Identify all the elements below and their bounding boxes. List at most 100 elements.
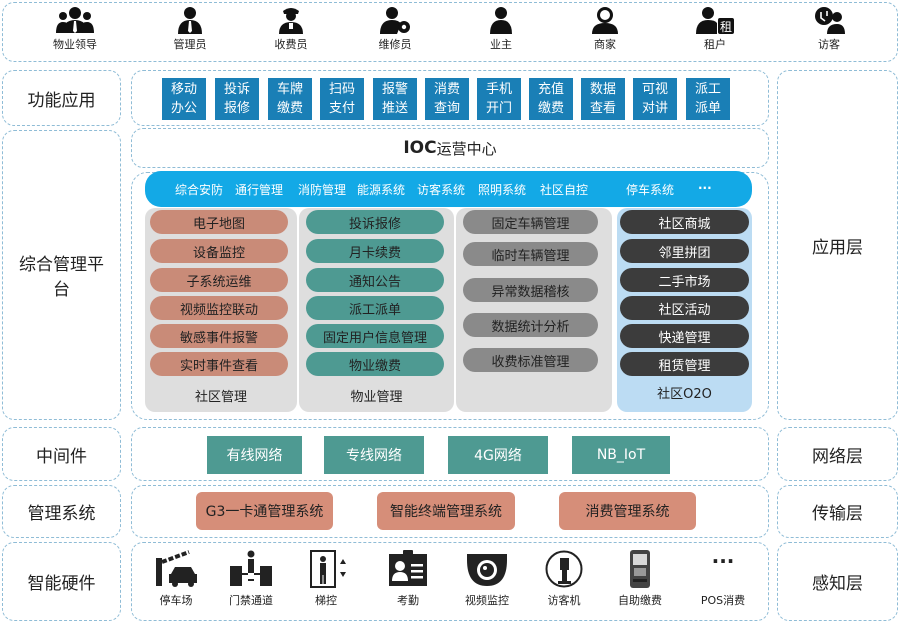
pos-icon: ··· [711,549,735,573]
visitor-icon [815,7,845,34]
col2-item[interactable]: 物业缴费 [306,352,444,376]
owner-icon [490,7,512,34]
col1-title: 社区管理 [194,390,247,405]
func-mobile-office-button[interactable]: 移动 办公 [162,78,206,120]
elevator-icon [310,550,346,588]
subsystem-more[interactable]: ··· [698,181,712,195]
role-visitor[interactable]: 访客 [784,6,874,52]
attendance-icon [389,550,427,586]
device-camera[interactable]: 视频监控 [445,550,529,608]
device-self-pay[interactable]: 自助缴费 [598,550,682,608]
func-complaint-button[interactable]: 投诉 报修 [215,78,259,120]
col3-item[interactable]: 临时车辆管理 [463,242,598,266]
camera-icon [467,554,507,586]
network-nbiot-button[interactable]: NB_IoT [572,436,670,474]
role-merchant[interactable]: 商家 [560,6,650,52]
func-recharge-button[interactable]: 充值 缴费 [529,78,573,120]
func-phone-door-button[interactable]: 手机 开门 [477,78,521,120]
col3-item[interactable]: 数据统计分析 [463,313,598,337]
col1-item[interactable]: 电子地图 [150,210,288,234]
col1-item[interactable]: 设备监控 [150,239,288,263]
col4-item[interactable]: 社区活动 [620,296,749,320]
cashier-icon [279,8,303,34]
role-label: 租户 [704,38,726,51]
role-label: 物业领导 [53,38,97,51]
role-label: 维修员 [378,38,412,51]
col4-item[interactable]: 社区商城 [620,210,749,234]
col2-item[interactable]: 派工派单 [306,296,444,320]
ioc-panel [131,128,769,168]
col4-item[interactable]: 二手市场 [620,268,749,292]
label-network-layer: 网络层 [777,427,898,481]
label-platform: 综合管理平台 [2,130,121,420]
role-leader[interactable]: 物业领导 [30,6,120,52]
func-alarm-push-button[interactable]: 报警 推送 [373,78,417,120]
network-wired-button[interactable]: 有线网络 [207,436,302,474]
role-owner[interactable]: 业主 [456,6,546,52]
col4-item[interactable]: 租赁管理 [620,352,749,376]
func-dispatch-button[interactable]: 派工 派单 [686,78,730,120]
repairman-icon [380,7,410,34]
col2-item[interactable]: 通知公告 [306,268,444,292]
col4-title: 社区O2O [657,387,712,402]
mgmt-system-panel [131,485,769,538]
col1-item[interactable]: 视频监控联动 [150,296,288,320]
device-attendance[interactable]: 考勤 [366,550,450,608]
mgmt-g3-card-button[interactable]: G3一卡通管理系统 [196,492,333,530]
subsystem-parking[interactable]: 停车系统 [626,183,675,197]
network-leased-button[interactable]: 专线网络 [324,436,424,474]
col2-item[interactable]: 投诉报修 [306,210,444,234]
device-visitor-kiosk[interactable]: 访客机 [522,550,606,608]
subsystem-lighting[interactable]: 照明系统 [478,183,527,197]
self-pay-icon [630,550,650,588]
mgmt-terminal-button[interactable]: 智能终端管理系统 [377,492,515,530]
label-hardware: 智能硬件 [2,542,121,621]
role-label: 访客 [818,38,840,51]
role-admin[interactable]: 管理员 [145,6,235,52]
subsystem-fire[interactable]: 消防管理 [298,183,347,197]
role-repairman[interactable]: 维修员 [350,6,440,52]
subsystem-community[interactable]: 社区自控 [540,183,589,197]
col1-item[interactable]: 子系统运维 [150,268,288,292]
col3-item[interactable]: 固定车辆管理 [463,210,598,234]
col2-item[interactable]: 固定用户信息管理 [306,324,444,348]
device-label: 梯控 [315,594,337,607]
device-label: 自助缴费 [618,594,662,607]
col1-item[interactable]: 敏感事件报警 [150,324,288,348]
device-label: 考勤 [397,594,419,607]
role-label: 管理员 [173,38,207,51]
roles-panel [2,2,898,62]
device-elevator[interactable]: 梯控 [284,550,368,608]
func-data-view-button[interactable]: 数据 查看 [581,78,625,120]
mgmt-consume-button[interactable]: 消费管理系统 [559,492,696,530]
func-app-panel [131,70,769,126]
tenant-badge: 租 [720,20,732,34]
col3-item[interactable]: 异常数据稽核 [463,278,598,302]
func-consume-query-button[interactable]: 消费 查询 [425,78,469,120]
func-scan-pay-button[interactable]: 扫码 支付 [320,78,364,120]
subsystem-security[interactable]: 综合安防 [175,183,224,197]
func-plate-pay-button[interactable]: 车牌 缴费 [268,78,312,120]
network-4g-button[interactable]: 4G网络 [448,436,548,474]
device-pos[interactable]: ··· POS消费 [681,550,765,608]
col3-item[interactable]: 收费标准管理 [463,348,598,372]
subsystem-visitor[interactable]: 访客系统 [417,183,466,197]
device-access-gate[interactable]: 门禁通道 [209,550,293,608]
col4-item[interactable]: 快递管理 [620,324,749,348]
col4-item[interactable]: 邻里拼团 [620,239,749,263]
device-parking[interactable]: 停车场 [134,550,218,608]
role-cashier[interactable]: 收费员 [246,6,336,52]
col2-item[interactable]: 月卡续费 [306,239,444,263]
func-video-intercom-button[interactable]: 可视 对讲 [633,78,677,120]
merchant-icon [592,7,618,34]
leader-icon [56,7,94,33]
label-mgmt-system: 管理系统 [2,485,121,538]
subsystem-energy[interactable]: 能源系统 [357,183,406,197]
device-label: 视频监控 [465,594,509,607]
col1-item[interactable]: 实时事件查看 [150,352,288,376]
subsystem-access[interactable]: 通行管理 [235,183,284,197]
hardware-panel [131,542,769,621]
role-tenant[interactable]: 租 租户 [670,6,760,52]
role-label: 商家 [594,38,616,51]
